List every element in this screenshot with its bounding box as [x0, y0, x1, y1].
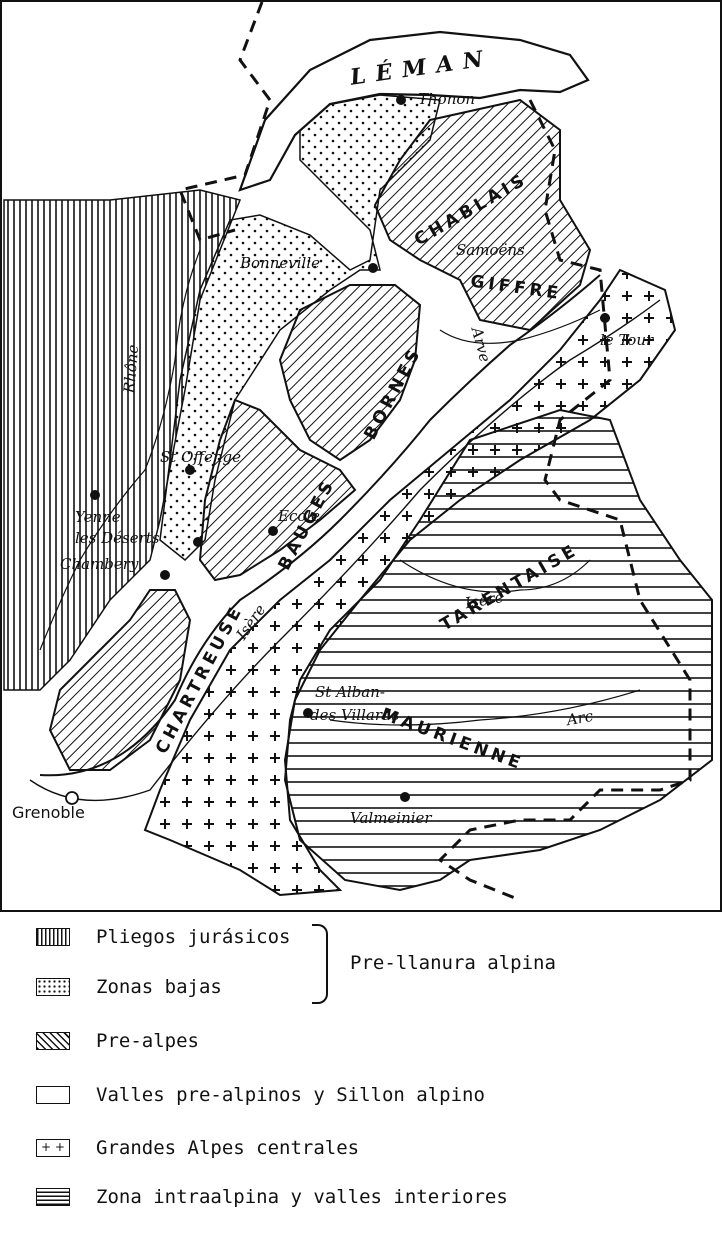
- legend-item-label: Pre-alpes: [96, 1030, 199, 1052]
- legend-item-valleys: Valles pre-alpinos y Sillon alpino: [36, 1084, 485, 1106]
- arc-label: Arc: [563, 707, 595, 730]
- legend-item-label: Valles pre-alpinos y Sillon alpino: [96, 1084, 485, 1106]
- bauges-massif: [198, 398, 357, 582]
- legend-item-label: Zona intraalpina y valles interiores: [96, 1186, 508, 1208]
- crosses-swatch: + + +: [36, 1139, 70, 1157]
- vertical-lines-swatch: [36, 928, 70, 946]
- st-offenge-label: St Offenge: [160, 448, 241, 466]
- ecole-label: Ecole: [277, 507, 320, 525]
- yenne-label: Yenne: [75, 508, 121, 526]
- legend-item-intraalpine: Zona intraalpina y valles interiores: [36, 1186, 508, 1208]
- legend-item-label: Zonas bajas: [96, 976, 222, 998]
- legend: Pliegos jurásicos Zonas bajas Pre-llanur…: [0, 912, 722, 1259]
- rhone-label: Rhône: [120, 344, 142, 395]
- bornes-massif: [278, 284, 422, 462]
- horizontal-lines-swatch: [36, 1188, 70, 1206]
- legend-item-label: Grandes Alpes centrales: [96, 1137, 360, 1159]
- legend-item-central-alps: + + + Grandes Alpes centrales: [36, 1137, 359, 1159]
- grenoble-label: Grenoble: [12, 803, 85, 822]
- samoens-label: Samoëns: [456, 241, 525, 259]
- le-tour-label: le Tour: [600, 331, 654, 349]
- central-alps-zone: [143, 268, 677, 897]
- legend-group-label: Pre-llanura alpina: [350, 952, 556, 974]
- legend-item-label: Pliegos jurásicos: [96, 926, 291, 948]
- chambery-label: Chambery: [60, 555, 139, 573]
- national-border: [177, 1, 272, 242]
- legend-brace: [312, 924, 328, 1004]
- les-deserts-label: les Déserts: [75, 529, 160, 547]
- low-zones-north: [159, 94, 441, 562]
- chablais-massif: [373, 98, 592, 332]
- legend-item-jura-folds: Pliegos jurásicos: [36, 926, 290, 948]
- blank-swatch: [36, 1086, 70, 1104]
- bonneville-label: Bonneville: [239, 254, 320, 272]
- des-villards-label: des Villards: [310, 706, 400, 724]
- legend-item-pre-alps: Pre-alpes: [36, 1030, 199, 1052]
- lake-leman: [238, 30, 590, 192]
- valmeinier-label: Valmeinier: [350, 809, 432, 827]
- geologic-map: LÉMAN Thonon Samoëns Bonneville le Tour …: [0, 0, 722, 912]
- dots-swatch: [36, 978, 70, 996]
- thonon-label: Thonon: [418, 90, 475, 108]
- diagonal-lines-swatch: [36, 1032, 70, 1050]
- st-alban-label: St Alban-: [315, 683, 385, 701]
- legend-item-low-zones: Zonas bajas: [36, 976, 222, 998]
